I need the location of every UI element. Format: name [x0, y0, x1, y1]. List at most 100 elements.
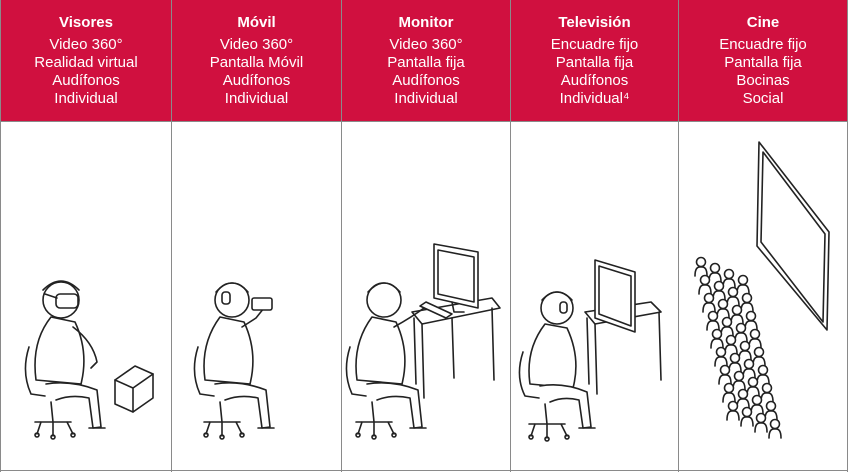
- column-line: Realidad virtual: [34, 54, 138, 71]
- column-line: Individual: [224, 90, 289, 107]
- audience-member-body: [719, 375, 731, 384]
- audience-member: [725, 270, 734, 279]
- audience-member-body: [715, 357, 727, 366]
- audience-member: [743, 294, 752, 303]
- audience-member-body: [769, 429, 781, 438]
- audience-member: [733, 306, 742, 315]
- audience-member: [719, 300, 728, 309]
- column-title: Monitor: [398, 14, 454, 31]
- column-line: Social: [742, 90, 784, 107]
- audience-member-body: [703, 303, 715, 312]
- audience-member-body: [725, 345, 737, 354]
- column-title: Visores: [59, 14, 113, 31]
- audience-member: [715, 282, 724, 291]
- audience-member: [723, 318, 732, 327]
- audience-member: [753, 396, 762, 405]
- audience-member-body: [709, 273, 721, 282]
- audience-member-body: [721, 327, 733, 336]
- column-line: Individual⁴: [559, 90, 630, 107]
- audience-member: [741, 342, 750, 351]
- illustration-monitor: [342, 122, 510, 471]
- audience-member-body: [747, 387, 759, 396]
- audience-member: [721, 366, 730, 375]
- audience-member: [751, 330, 760, 339]
- audience-member: [739, 276, 748, 285]
- column-line: Pantalla fija: [724, 54, 802, 71]
- audience-member-body: [739, 351, 751, 360]
- column-line: Audífonos: [222, 72, 291, 89]
- audience-member-body: [761, 393, 773, 402]
- audience-member-body: [741, 303, 753, 312]
- column-line: Pantalla fija: [555, 54, 634, 71]
- column-line: Bocinas: [736, 72, 790, 89]
- audience-member: [739, 390, 748, 399]
- audience-member: [713, 330, 722, 339]
- column-line: Audífonos: [52, 72, 120, 89]
- audience-member-body: [707, 321, 719, 330]
- audience-member-body: [713, 291, 725, 300]
- column-line: Video 360°: [49, 36, 123, 53]
- column-title: Cine: [746, 14, 780, 31]
- audience-member: [729, 288, 738, 297]
- audience-member-body: [731, 315, 743, 324]
- column-line: Video 360°: [389, 36, 463, 53]
- audience-member: [735, 372, 744, 381]
- audience-member: [709, 312, 718, 321]
- audience-member-body: [765, 411, 777, 420]
- column-visores: Visores Video 360° Realidad virtual Audí…: [0, 0, 171, 472]
- audience-member-body: [735, 333, 747, 342]
- column-line: Individual: [394, 90, 458, 107]
- column-header: Móvil Video 360° Pantalla Móvil Audífono…: [172, 0, 341, 122]
- audience-member-body: [723, 279, 735, 288]
- audience-member: [747, 312, 756, 321]
- audience-member-body: [743, 369, 755, 378]
- audience-member: [737, 324, 746, 333]
- audience-member: [759, 366, 768, 375]
- audience-member: [701, 276, 710, 285]
- audience-member: [727, 336, 736, 345]
- audience-member: [771, 420, 780, 429]
- audience-member: [749, 378, 758, 387]
- illustration-tv: [511, 122, 678, 471]
- column-line: Audífonos: [392, 72, 460, 89]
- audience-member-body: [741, 417, 753, 426]
- column-line: Video 360°: [219, 36, 294, 53]
- column-line: Individual: [54, 90, 118, 107]
- audience-member: [717, 348, 726, 357]
- audience-member-body: [737, 285, 749, 294]
- audience-member-body: [757, 375, 769, 384]
- column-line: Encuadre fijo: [550, 36, 639, 53]
- column-line: Pantalla Móvil: [209, 54, 304, 71]
- audience-member-body: [749, 339, 761, 348]
- column-television: Televisión Encuadre fijo Pantalla fija A…: [510, 0, 678, 472]
- audience-member-body: [717, 309, 729, 318]
- column-line: Audífonos: [560, 72, 629, 89]
- audience-member: [743, 408, 752, 417]
- column-header: Cine Encuadre fijo Pantalla fija Bocinas…: [679, 0, 847, 122]
- illustration-mobile: [172, 122, 341, 471]
- audience-member-body: [727, 297, 739, 306]
- audience-member-body: [745, 321, 757, 330]
- audience-member-body: [729, 363, 741, 372]
- audience-member-body: [755, 423, 767, 432]
- column-movil: Móvil Video 360° Pantalla Móvil Audífono…: [171, 0, 341, 472]
- audience-member-body: [695, 267, 707, 276]
- audience-member-body: [753, 357, 765, 366]
- audience-member: [763, 384, 772, 393]
- column-line: Pantalla fija: [387, 54, 465, 71]
- audience-member: [725, 384, 734, 393]
- column-cine: Cine Encuadre fijo Pantalla fija Bocinas…: [678, 0, 848, 472]
- audience-member-body: [751, 405, 763, 414]
- audience-member: [745, 360, 754, 369]
- audience-member: [755, 348, 764, 357]
- illustration-cinema: [679, 122, 847, 471]
- audience-member: [729, 402, 738, 411]
- audience-member-body: [699, 285, 711, 294]
- audience-member: [705, 294, 714, 303]
- audience-member-body: [723, 393, 735, 402]
- audience-member: [757, 414, 766, 423]
- illustration-vr: [1, 122, 171, 471]
- column-monitor: Monitor Video 360° Pantalla fija Audífon…: [341, 0, 510, 472]
- audience-member-body: [727, 411, 739, 420]
